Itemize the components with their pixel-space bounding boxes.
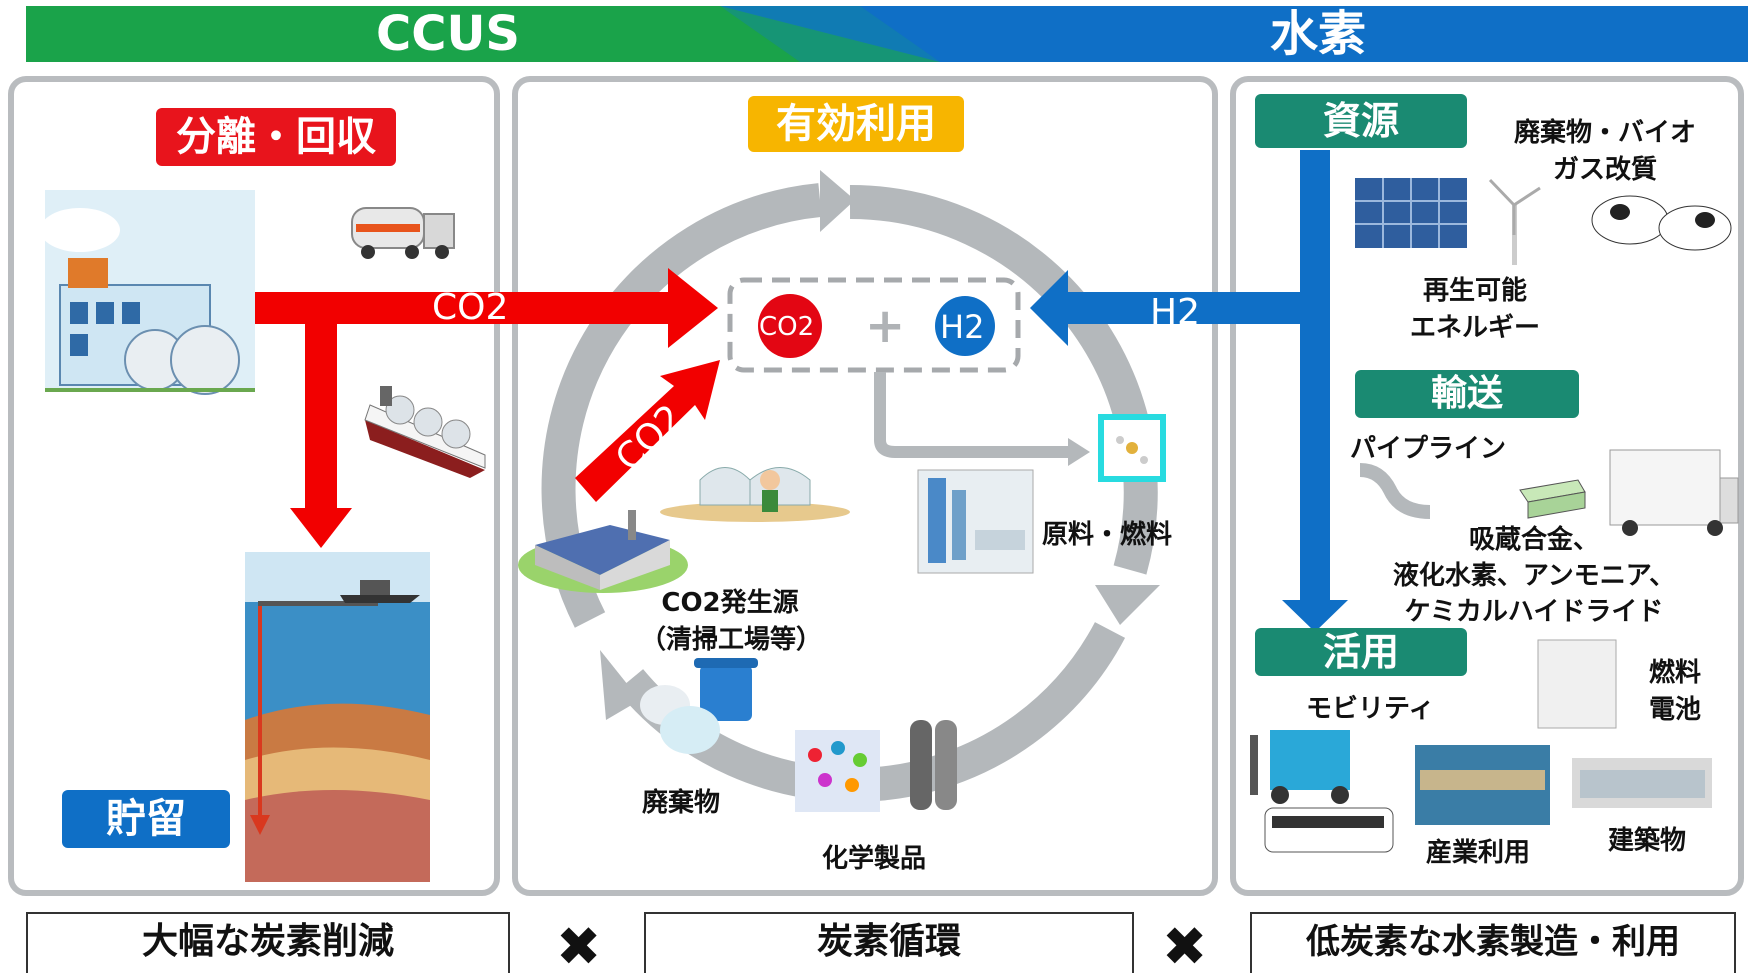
solar-panel-illustration bbox=[1355, 178, 1467, 248]
h2-arrow-label: H2 bbox=[1150, 292, 1200, 333]
h2-horizontal-arrowhead bbox=[1030, 270, 1068, 346]
chemicals-label: 化学製品 bbox=[822, 844, 927, 874]
storage-tag: 貯留 bbox=[62, 790, 230, 848]
tanker-truck-illustration bbox=[351, 207, 455, 259]
multiply-icon-1: ✖ bbox=[556, 915, 602, 978]
co2-horizontal-arrow-label: CO2 bbox=[432, 287, 509, 328]
banner-shape bbox=[26, 6, 1748, 62]
carbon-reduction-box: 大幅な炭素削減 bbox=[26, 912, 510, 973]
cycle-arrowhead-top bbox=[820, 170, 855, 232]
renewable-energy-label: 再生可能 エネルギー bbox=[1409, 276, 1540, 343]
waste-label: 廃棄物 bbox=[642, 788, 721, 818]
transport-tag: 輸送 bbox=[1355, 370, 1579, 418]
h2-circle bbox=[935, 296, 995, 356]
h2-circle-label: H2 bbox=[940, 308, 985, 346]
reaction-box bbox=[727, 277, 1021, 373]
plant-tower-illustration bbox=[917, 469, 1034, 574]
storage-media-label: 吸蔵合金、 液化水素、アンモニア、 ケミカルハイドライド bbox=[1392, 525, 1676, 627]
factory-illustration bbox=[40, 190, 255, 395]
resources-tag: 資源 bbox=[1255, 94, 1467, 148]
chemicals-illustration bbox=[795, 720, 957, 812]
hydrogen-vertical-arrow-shaft bbox=[1300, 150, 1330, 605]
cycle-arrowhead-bottom bbox=[600, 650, 640, 720]
greenhouse-illustration bbox=[660, 467, 850, 522]
co2-circle bbox=[758, 294, 822, 358]
feedstock-fuel-label: 原料・燃料 bbox=[1042, 520, 1173, 550]
hydrogen-vertical-arrowhead bbox=[1282, 600, 1348, 632]
cows-illustration bbox=[1591, 195, 1732, 251]
biogas-label: 廃棄物・バイオ ガス改質 bbox=[1513, 118, 1696, 185]
building-photo-illustration bbox=[1572, 758, 1712, 808]
industry-use-label: 産業利用 bbox=[1426, 838, 1531, 868]
storage-cross-section bbox=[245, 552, 430, 882]
waste-illustration bbox=[640, 658, 758, 754]
co2-circle-label: CO2 bbox=[759, 312, 815, 342]
h2-horizontal-arrow-shaft bbox=[1065, 292, 1315, 324]
separation-capture-tag: 分離・回収 bbox=[156, 108, 396, 166]
bus-illustration bbox=[1264, 807, 1394, 853]
ccus-title: CCUS bbox=[376, 6, 520, 62]
incineration-plant-illustration bbox=[518, 510, 688, 593]
alloy-block-illustration bbox=[1519, 479, 1586, 519]
co2-vertical-arrowhead bbox=[290, 508, 352, 548]
industry-photo-illustration bbox=[1415, 745, 1550, 825]
fuel-cell-illustration bbox=[1537, 639, 1617, 729]
ship-illustration bbox=[364, 386, 486, 478]
pipeline-label: パイプライン bbox=[1350, 434, 1507, 464]
co2-source-label: CO2発生源 （清掃工場等） bbox=[640, 588, 823, 655]
building-label: 建築物 bbox=[1608, 826, 1687, 856]
low-carbon-hydrogen-box: 低炭素な水素製造・利用 bbox=[1250, 912, 1736, 973]
wind-turbine-illustration bbox=[1488, 178, 1541, 265]
hydrogen-title: 水素 bbox=[1270, 6, 1367, 62]
molecule-illustration bbox=[1098, 414, 1166, 482]
feedstock-connector bbox=[874, 372, 1070, 458]
utilization-tag: 有効利用 bbox=[748, 96, 964, 152]
pipeline-illustration bbox=[1359, 463, 1431, 519]
multiply-icon-2: ✖ bbox=[1162, 915, 1208, 978]
truck-illustration bbox=[1609, 449, 1739, 536]
mobility-label: モビリティ bbox=[1306, 694, 1435, 724]
carbon-cycle-box: 炭素循環 bbox=[644, 912, 1134, 973]
co2-diagonal-arrow bbox=[575, 360, 720, 502]
plus-sign: + bbox=[865, 298, 906, 354]
use-tag: 活用 bbox=[1255, 628, 1467, 676]
co2-vertical-arrow-label: CO2 bbox=[259, 410, 300, 487]
forklift-illustration bbox=[1250, 730, 1350, 804]
co2-horizontal-arrow-shaft bbox=[252, 292, 672, 324]
fuel-cell-label: 燃料 電池 bbox=[1648, 658, 1701, 725]
cycle-arrowhead-right bbox=[1095, 585, 1160, 625]
co2-horizontal-arrowhead bbox=[668, 268, 718, 348]
feedstock-connector-arrowhead bbox=[1068, 438, 1090, 466]
co2-vertical-arrow-shaft bbox=[305, 320, 337, 510]
